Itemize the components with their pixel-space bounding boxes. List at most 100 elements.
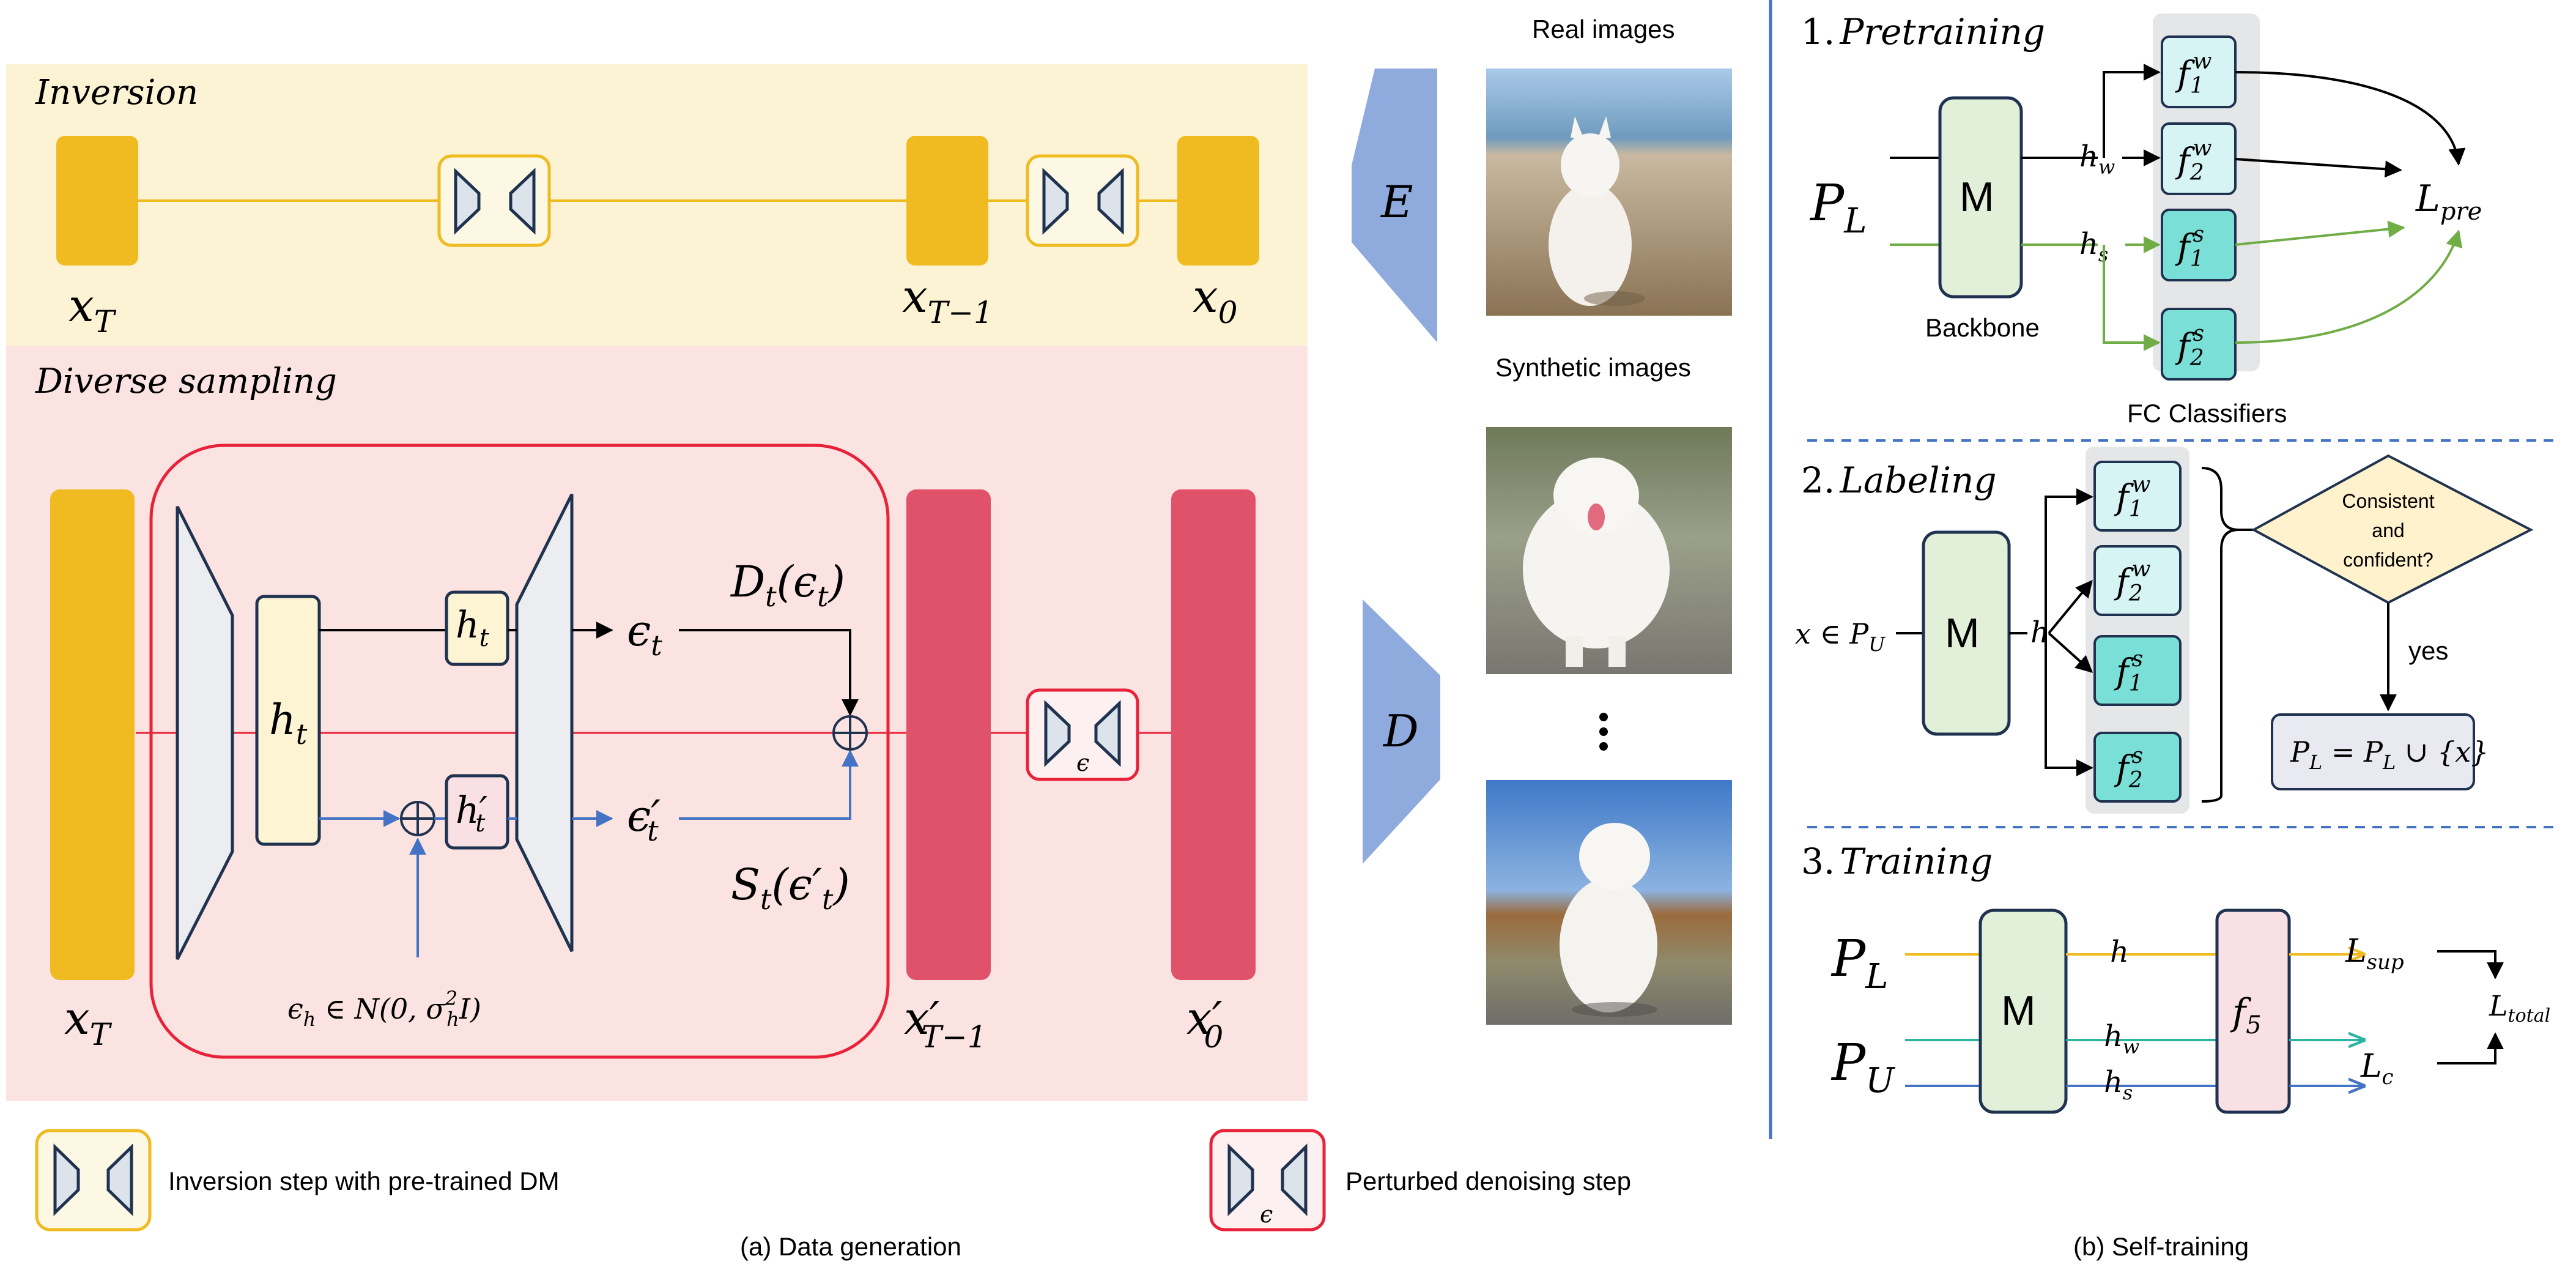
combine-arrow (679, 629, 859, 716)
combine-arrow (679, 749, 859, 820)
pretrain-loss-arrow (2235, 158, 2402, 178)
labeling-classifier-group (2086, 447, 2189, 814)
unet-encoder (176, 505, 234, 960)
ht-small-box (445, 590, 509, 666)
label-St: St(ϵ′t) (731, 860, 850, 916)
labeling-f1s (2093, 635, 2182, 706)
labeling-model-label: M (1945, 610, 1980, 656)
pretrain-loss-arrow (2235, 229, 2463, 344)
training-input-l: PL (1830, 930, 1888, 997)
training-title: 3.Training (1801, 841, 1993, 882)
real-image (1486, 69, 1732, 316)
label-lc: Lc (2360, 1048, 2394, 1090)
label-ht: ht (269, 696, 308, 751)
label-xT: xT (68, 280, 117, 340)
labeling-arrow (2045, 488, 2093, 633)
fc-classifiers-label: FC Classifiers (2127, 399, 2287, 428)
pretrain-f2w (2161, 122, 2237, 195)
label-lpre: Lpre (2415, 177, 2482, 226)
label-ltotal: Ltotal (2489, 989, 2550, 1027)
label-ht-small: ht (456, 604, 490, 652)
labeling-title: 2.Labeling (1801, 459, 1996, 501)
ht-prime-box (445, 774, 509, 850)
pretrain-arrow (2103, 64, 2161, 158)
pretrain-f1s (2161, 209, 2237, 281)
pretrain-model-box (1938, 96, 2023, 299)
legend-inversion (35, 1129, 152, 1232)
sampling-block-xT (50, 489, 135, 980)
labeling-f2w (2093, 545, 2182, 616)
encoder-label: E (1380, 176, 1413, 228)
pretraining-title: 1.Pretraining (1801, 11, 2045, 53)
pretrain-f2s (2161, 308, 2237, 381)
sampling-block-x0 (1171, 489, 1256, 980)
merge-brace (2201, 467, 2239, 803)
synthetic-image (1486, 427, 1732, 674)
update-box (2271, 713, 2475, 790)
pretrain-model-label: M (1960, 174, 1994, 220)
decision-line-2: and (2372, 519, 2404, 541)
training-model-label: M (2001, 987, 2036, 1034)
update-formula: PL = PL ∪ {x} (2290, 735, 2489, 774)
label-hw: hw (2079, 139, 2115, 179)
label-xT1: xT−1 (902, 270, 993, 330)
training-input-u: PU (1830, 1034, 1895, 1101)
pretraining-input: PL (1809, 174, 1867, 241)
training-classifier-f5 (2215, 908, 2291, 1114)
label-lab-f1s: f1s (2114, 647, 2143, 696)
pretrain-loss-arrow (2235, 220, 2405, 246)
bottleneck-ht (255, 595, 321, 846)
labeling-arrow (2045, 633, 2093, 776)
pretrain-loss-arrow (2235, 71, 2466, 166)
label-sampling-xT1: x′T−1 (904, 992, 987, 1055)
label-train-hs: hs (2104, 1065, 2133, 1104)
decision-line-1: Consistent (2342, 490, 2434, 512)
total-loss-arrow (2437, 1032, 2504, 1064)
labeling-f2s (2093, 732, 2182, 803)
inversion-step-icon (437, 154, 551, 247)
label-ht-prime: h′t (456, 789, 488, 838)
label-f1s: f1s (2175, 222, 2204, 272)
label-train-h: h (2110, 935, 2129, 969)
legend-inversion-label: Inversion step with pre-trained DM (168, 1167, 560, 1195)
inversion-block-x0 (1177, 136, 1259, 266)
perturbed-step-container (149, 444, 890, 1059)
ellipsis-dots (1599, 713, 1608, 751)
synthetic-image (1486, 780, 1732, 1025)
legend-perturbed-label: Perturbed denoising step (1345, 1167, 1631, 1195)
synthetic-images-label: Synthetic images (1495, 353, 1691, 382)
label-lab-f1w: f1w (2114, 472, 2151, 522)
pretrain-arrow (2103, 245, 2161, 351)
label-Dt: Dt(ϵt) (730, 557, 845, 613)
label-x0: x0 (1193, 270, 1238, 330)
yes-label: yes (2408, 636, 2448, 665)
label-lsup: Lsup (2345, 933, 2404, 975)
label-sampling-xT: xT (64, 992, 113, 1052)
legend-perturbed: ϵ (1209, 1129, 1326, 1232)
training-model-box (1978, 908, 2068, 1114)
labeling-arrow (2048, 632, 2093, 673)
label-f1w: f1w (2175, 49, 2212, 98)
labeling-f1w (2093, 461, 2182, 532)
decoder-shape (1363, 600, 1440, 864)
label-f5: f5 (2230, 991, 2262, 1039)
inversion-block-xT1 (906, 136, 988, 266)
inversion-title: Inversion (35, 73, 198, 113)
label-train-hw: hw (2104, 1019, 2139, 1058)
total-loss-arrow (2437, 950, 2504, 979)
caption-b: (b) Self-training (2073, 1232, 2249, 1261)
unet-decoder (515, 493, 574, 953)
legend-perturbed-symbol: ϵ (1260, 1201, 1273, 1228)
label-eps-t: ϵt (627, 606, 662, 662)
labeling-arrow (2048, 579, 2093, 634)
decoder-label: D (1382, 705, 1419, 757)
perturbed-symbol: ϵ (1076, 749, 1089, 776)
decision-line-3: confident? (2343, 549, 2434, 571)
labeling-input: x ∈ PU (1795, 617, 1886, 656)
add-operator-icon (400, 801, 435, 836)
real-images-label: Real images (1532, 15, 1675, 43)
label-eps-t-prime: ϵ′t (627, 791, 661, 847)
caption-a: (a) Data generation (740, 1232, 961, 1261)
inversion-block-xT (56, 136, 138, 266)
